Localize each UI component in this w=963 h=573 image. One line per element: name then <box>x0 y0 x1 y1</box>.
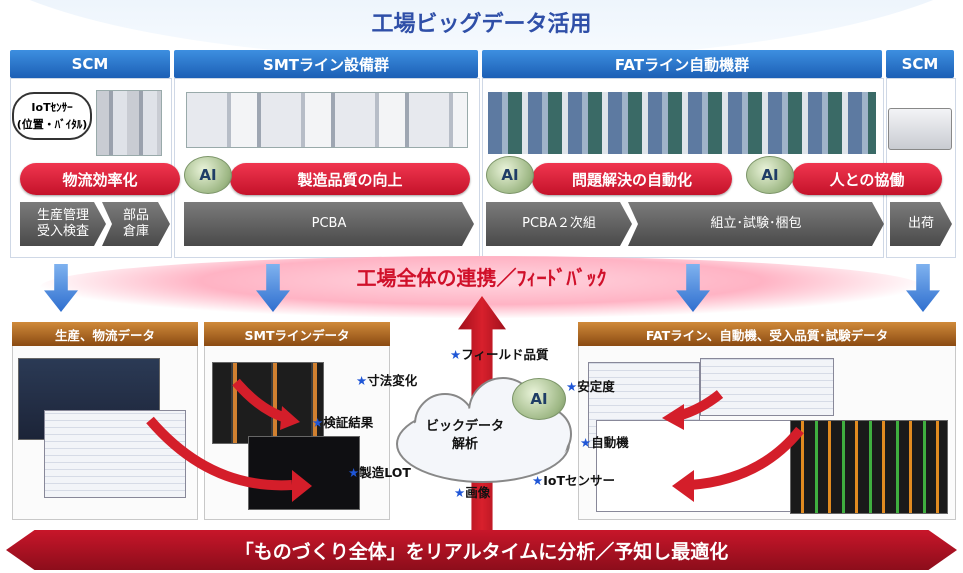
flow-arrow-production <box>146 416 293 491</box>
label-iot-sensor: ★IoTセンサー <box>532 470 615 489</box>
step-line1: 生産管理 <box>36 207 89 223</box>
label-text: 寸法変化 <box>367 373 418 388</box>
label-field-quality: ★フィールド品質 <box>450 344 548 363</box>
star-icon: ★ <box>566 379 578 394</box>
step-pcba: PCBA <box>184 202 474 246</box>
star-icon: ★ <box>580 435 592 450</box>
fat-machines-photo <box>488 92 876 154</box>
label-text: 製造LOT <box>359 465 411 480</box>
step-line2: 倉庫 <box>122 224 149 239</box>
smt-equipment-photo <box>186 92 468 148</box>
label-image: ★画像 <box>454 482 490 501</box>
realtime-optimization-banner: 「ものづくり全体」をリアルタイムに分析／予知し最適化 <box>6 530 957 570</box>
flow-arrow-smt <box>232 378 288 423</box>
header-scm-left: SCM <box>10 50 170 78</box>
step-line2: 受入検査 <box>36 224 89 239</box>
step-line1: 部品 <box>122 207 149 223</box>
iot-tag-line1: IoTｾﾝｻｰ <box>31 101 73 114</box>
label-text: 検証結果 <box>323 415 374 430</box>
arrow-head-icon <box>292 470 312 502</box>
star-icon: ★ <box>454 485 466 500</box>
arrow-head-icon <box>280 406 300 430</box>
ai-brain-icon: AI <box>746 156 794 194</box>
pill-logistics-efficiency: 物流効率化 <box>20 163 180 195</box>
ai-brain-icon: AI <box>184 156 232 194</box>
big-data-analysis-text: ビックデータ 解析 <box>405 418 525 454</box>
label-dimension-change: ★寸法変化 <box>356 370 417 389</box>
flow-arrow-fat-lower <box>689 426 804 490</box>
label-text: フィールド品質 <box>461 347 549 362</box>
label-text: 画像 <box>465 485 491 500</box>
step-parts-warehouse: 部品倉庫 <box>102 202 170 246</box>
header-smt-data: SMTラインデータ <box>204 322 390 346</box>
star-icon: ★ <box>312 415 324 430</box>
data-flow-arrows <box>146 378 804 502</box>
dashboard-screen <box>790 420 948 514</box>
step-assembly-test-pack: 組立･試験･梱包 <box>628 202 884 246</box>
header-fat-data: FATライン、自動機、受入品質･試験データ <box>578 322 956 346</box>
ai-brain-icon: AI <box>486 156 534 194</box>
arrow-head-icon <box>662 404 684 430</box>
label-production-lot: ★製造LOT <box>348 462 411 481</box>
inspection-screen <box>248 436 360 510</box>
step-pcba-secondary: PCBA２次組 <box>486 202 632 246</box>
header-production-data: 生産、物流データ <box>12 322 198 346</box>
center-line2: 解析 <box>451 437 478 452</box>
flow-arrow-fat-upper <box>676 390 724 421</box>
center-line1: ビックデータ <box>425 419 504 434</box>
header-smt-line: SMTライン設備群 <box>174 50 478 78</box>
ai-brain-icon: AI <box>512 378 566 420</box>
label-text: IoTセンサー <box>543 473 615 488</box>
label-auto-machine: ★自動機 <box>580 432 629 451</box>
table-screen <box>700 358 834 416</box>
iot-tag-line2: (位置・ﾊﾞｲﾀﾙ) <box>16 118 88 131</box>
iot-sensor-tag: IoTｾﾝｻｰ (位置・ﾊﾞｲﾀﾙ) <box>12 92 92 140</box>
label-verification-result: ★検証結果 <box>312 412 373 431</box>
step-production-inspection: 生産管理受入検査 <box>20 202 106 246</box>
truck-icon <box>888 108 952 150</box>
line-chart-screen <box>596 420 808 512</box>
header-fat-line: FATライン自動機群 <box>482 50 882 78</box>
arrow-head-icon <box>672 470 694 502</box>
smt-screen <box>212 362 324 444</box>
label-text: 安定度 <box>577 379 615 394</box>
star-icon: ★ <box>348 465 360 480</box>
star-icon: ★ <box>532 473 544 488</box>
header-scm-right: SCM <box>886 50 954 78</box>
pill-quality-improvement: 製造品質の向上 <box>230 163 470 195</box>
step-shipping: 出荷 <box>890 202 952 246</box>
warehouse-photo <box>96 90 162 156</box>
star-icon: ★ <box>450 347 462 362</box>
pill-human-collaboration: 人との協働 <box>792 163 942 195</box>
star-icon: ★ <box>356 373 368 388</box>
page-title: 工場ビッグデータ活用 <box>371 12 592 37</box>
big-data-cloud-icon <box>396 377 572 483</box>
label-stability: ★安定度 <box>566 376 615 395</box>
pill-problem-automation: 問題解決の自動化 <box>532 163 732 195</box>
label-text: 自動機 <box>591 435 629 450</box>
linkage-feedback-text: 工場全体の連携／ﾌｨｰﾄﾞﾊﾞｯｸ <box>356 266 607 290</box>
